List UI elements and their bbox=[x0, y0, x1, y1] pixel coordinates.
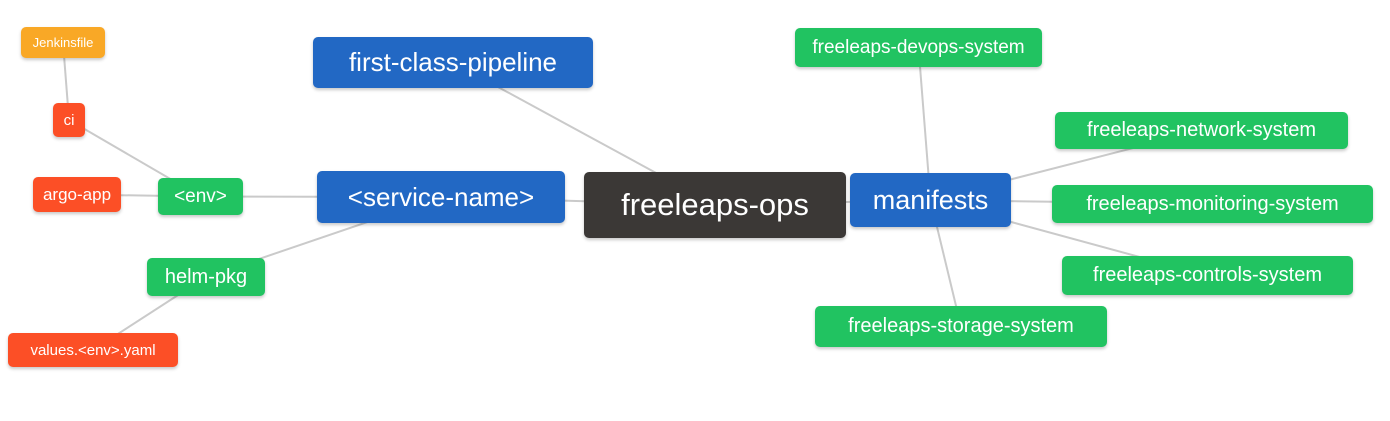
node-freeleaps-ops-root[interactable]: freeleaps-ops bbox=[584, 172, 846, 238]
node-jenkinsfile[interactable]: Jenkinsfile bbox=[21, 27, 105, 58]
node-service-name[interactable]: <service-name> bbox=[317, 171, 565, 223]
node-helm-pkg[interactable]: helm-pkg bbox=[147, 258, 265, 296]
node-freeleaps-monitoring-system[interactable]: freeleaps-monitoring-system bbox=[1052, 185, 1373, 223]
node-freeleaps-devops-system[interactable]: freeleaps-devops-system bbox=[795, 28, 1042, 67]
node-env[interactable]: <env> bbox=[158, 178, 243, 215]
node-first-class-pipeline[interactable]: first-class-pipeline bbox=[313, 37, 593, 88]
node-values-env-yaml[interactable]: values.<env>.yaml bbox=[8, 333, 178, 367]
node-ci[interactable]: ci bbox=[53, 103, 85, 137]
node-freeleaps-network-system[interactable]: freeleaps-network-system bbox=[1055, 112, 1348, 149]
node-manifests[interactable]: manifests bbox=[850, 173, 1011, 227]
node-argo-app[interactable]: argo-app bbox=[33, 177, 121, 212]
node-freeleaps-storage-system[interactable]: freeleaps-storage-system bbox=[815, 306, 1107, 347]
node-freeleaps-controls-system[interactable]: freeleaps-controls-system bbox=[1062, 256, 1353, 295]
